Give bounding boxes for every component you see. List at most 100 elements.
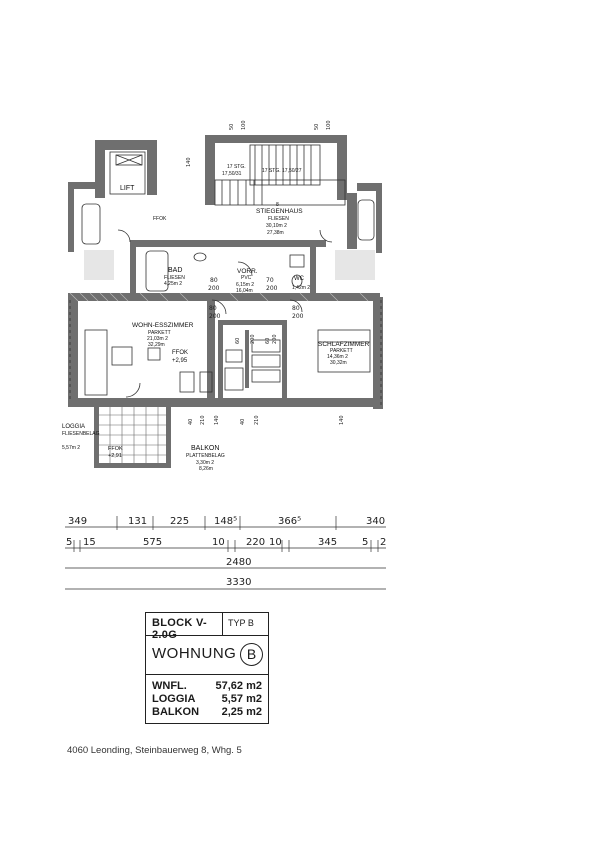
vorraum-area: 6,15m 2 — [236, 282, 254, 288]
wohnung-letter: B — [240, 643, 263, 666]
ffok-main-label: FFOK — [172, 350, 188, 356]
schlafen-floor: PARKETT — [330, 348, 353, 354]
wohnen-floor: PARKETT — [148, 330, 171, 336]
area-value: 5,57 m2 — [221, 693, 262, 705]
dim-outer: 3330 — [226, 577, 251, 588]
bad-area: 4,25m 2 — [164, 281, 182, 287]
wohnen-height: 32,29m — [148, 342, 165, 348]
door-dim: 50 — [229, 124, 235, 130]
dimension-labels: 349 131 225 148⁵ 366⁵ 340 5 15 575 10 22… — [66, 516, 386, 588]
dim-row1: 131 — [128, 516, 147, 527]
ffok-balcony-label: FFOK — [108, 446, 123, 452]
door-dim: 100 — [241, 120, 247, 130]
dim-row2: 220 — [246, 537, 265, 548]
stair-mid-label: 17 STG. 17,50/27 — [262, 168, 302, 174]
area-row: LOGGIA 5,57 m2 — [152, 693, 262, 706]
stairwell-name: STIEGENHAUS — [256, 208, 303, 215]
dim-row2: 345 — [318, 537, 337, 548]
area-value: 57,62 m2 — [215, 680, 262, 692]
dimension-chain — [65, 516, 386, 590]
dim-row2: 2 — [380, 537, 386, 548]
stair-number: 8 — [276, 202, 279, 208]
ffok-main-level: +2,95 — [172, 358, 188, 364]
door-dim: 40 — [188, 419, 194, 425]
schlafen-height: 30,32m — [330, 360, 347, 366]
loggia-area: 5,57m 2 — [62, 445, 80, 451]
door-dim: 80 — [209, 305, 217, 312]
door-dim: 60 — [265, 338, 271, 344]
balkon-floor: PLATTENBELAG — [186, 453, 225, 459]
area-list: WNFL. 57,62 m2 LOGGIA 5,57 m2 BALKON 2,2… — [146, 675, 268, 719]
door-dim: 80 — [292, 305, 300, 312]
stairwell-floor: FLIESEN — [268, 216, 289, 222]
vorraum-height: 16,04m — [236, 288, 253, 294]
vorraum-name: VORR. — [237, 268, 258, 275]
ffok-balcony-level: +2,91 — [108, 453, 122, 459]
dim-row2: 5 — [66, 537, 72, 548]
info-header: BLOCK V-2.0G TYP B — [146, 613, 268, 641]
area-label: BALKON — [152, 706, 200, 718]
stairwell-area: 30,10m 2 — [266, 223, 287, 229]
wohnen-name: WOHN-ESSZIMMER — [132, 322, 194, 329]
door-dimensions: 50 100 50 100 80 200 70 200 80 200 60 20… — [186, 120, 345, 425]
room-labels: LIFT 17 STG. 17,50/31 17 STG. 17,50/27 8… — [62, 164, 370, 472]
door-dim: 50 — [314, 124, 320, 130]
door-dim: 60 — [235, 338, 241, 344]
dim-total: 2480 — [226, 557, 251, 568]
lift-label: LIFT — [120, 185, 135, 192]
dim-row1: 340 — [366, 516, 385, 527]
door-dim: 200 — [266, 285, 278, 292]
bad-name: BAD — [168, 267, 182, 274]
wohnung-row: WOHNUNG B — [146, 636, 268, 675]
door-dim: 70 — [266, 277, 274, 284]
dim-row1: 148⁵ — [214, 516, 237, 527]
wohnen-area: 21,03m 2 — [147, 336, 168, 342]
dim-row2: 575 — [143, 537, 162, 548]
vorraum-floor: PVC — [241, 275, 252, 281]
wc-area: 1,42m 2 — [292, 285, 310, 291]
balkon-area: 3,30m 2 — [196, 460, 214, 466]
area-label: WNFL. — [152, 680, 187, 692]
door-dim: 40 — [240, 419, 246, 425]
door-dim: 210 — [200, 415, 206, 425]
area-row: BALKON 2,25 m2 — [152, 706, 262, 719]
balkon-height: 8,26m — [199, 466, 213, 472]
interior-lines — [69, 144, 382, 463]
balkon-name: BALKON — [191, 445, 219, 452]
area-label: LOGGIA — [152, 693, 196, 705]
typ-label: TYP B — [222, 613, 268, 635]
door-dim: 200 — [208, 285, 220, 292]
address-text: 4060 Leonding, Steinbauerweg 8, Whg. 5 — [67, 745, 242, 756]
door-dim: 200 — [292, 313, 304, 320]
door-dim: 200 — [209, 313, 221, 320]
stair-top-label: 17 STG. — [227, 164, 246, 170]
walls — [68, 135, 383, 468]
area-row: WNFL. 57,62 m2 — [152, 680, 262, 693]
stairwell-height: 27,38m — [267, 230, 284, 236]
apartment-info-box: BLOCK V-2.0G TYP B WOHNUNG B WNFL. 57,62… — [145, 612, 269, 724]
dim-row2: 10 — [269, 537, 282, 548]
door-dim: 200 — [272, 334, 278, 344]
dim-row2: 15 — [83, 537, 96, 548]
stair-top2-label: 17,50/31 — [222, 171, 242, 177]
dim-row1: 225 — [170, 516, 189, 527]
door-dim: 210 — [254, 415, 260, 425]
area-value: 2,25 m2 — [221, 706, 262, 718]
door-dim: 140 — [214, 415, 220, 425]
schlafen-name: SCHLAFZIMMER — [318, 341, 370, 348]
dim-row1: 349 — [68, 516, 87, 527]
door-dim: 80 — [210, 277, 218, 284]
door-dim: 100 — [326, 120, 332, 130]
ffok-label: FFOK — [153, 216, 167, 222]
schlafen-area: 14,36m 2 — [327, 354, 348, 360]
dim-row2: 5 — [362, 537, 368, 548]
wohnung-label: WOHNUNG — [152, 645, 237, 662]
dim-row2: 10 — [212, 537, 225, 548]
door-dim: 200 — [250, 334, 256, 344]
wc-name: WC — [294, 276, 305, 282]
hatch-pattern — [69, 292, 369, 302]
door-dim: 140 — [339, 415, 345, 425]
block-label: BLOCK V-2.0G — [152, 617, 207, 641]
door-dim: 140 — [186, 157, 192, 167]
